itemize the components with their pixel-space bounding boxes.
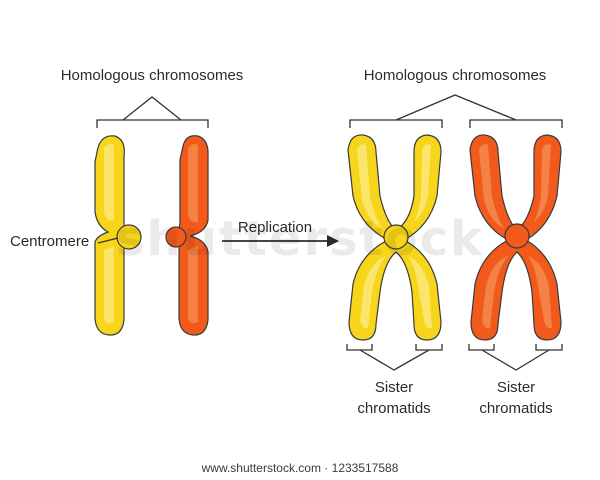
homologous-left-bracket	[96, 96, 209, 128]
replication-label: Replication	[238, 219, 312, 236]
homologous-right-bracket	[349, 94, 563, 128]
sister-chromatids-right-label-line1: Sister	[497, 379, 535, 396]
replication-arrow	[222, 235, 339, 247]
centromere-orange-right	[504, 223, 530, 249]
orange-chromosome-unreplicated	[173, 135, 209, 336]
centromere-pointer	[97, 237, 119, 244]
footer-url: www.shutterstock.com · 1233517588	[201, 461, 399, 475]
homologous-right-label: Homologous chromosomes	[364, 67, 547, 84]
centromere-label: Centromere	[10, 233, 89, 250]
centromere-orange-left	[165, 226, 187, 248]
footer-bar	[0, 455, 600, 480]
sister-chromatids-right-bracket	[468, 344, 563, 371]
sister-chromatids-right-label-line2: chromatids	[479, 400, 552, 417]
sister-chromatids-left-bracket	[346, 344, 443, 371]
centromere-yellow-left	[116, 224, 142, 250]
yellow-chromosome-unreplicated	[94, 135, 125, 336]
watermark: shutterstock	[116, 211, 484, 267]
homologous-left-label: Homologous chromosomes	[61, 67, 244, 84]
sister-chromatids-left-label-line2: chromatids	[357, 400, 430, 417]
sister-chromatids-left-label-line1: Sister	[375, 379, 413, 396]
centromere-yellow-right	[383, 224, 409, 250]
